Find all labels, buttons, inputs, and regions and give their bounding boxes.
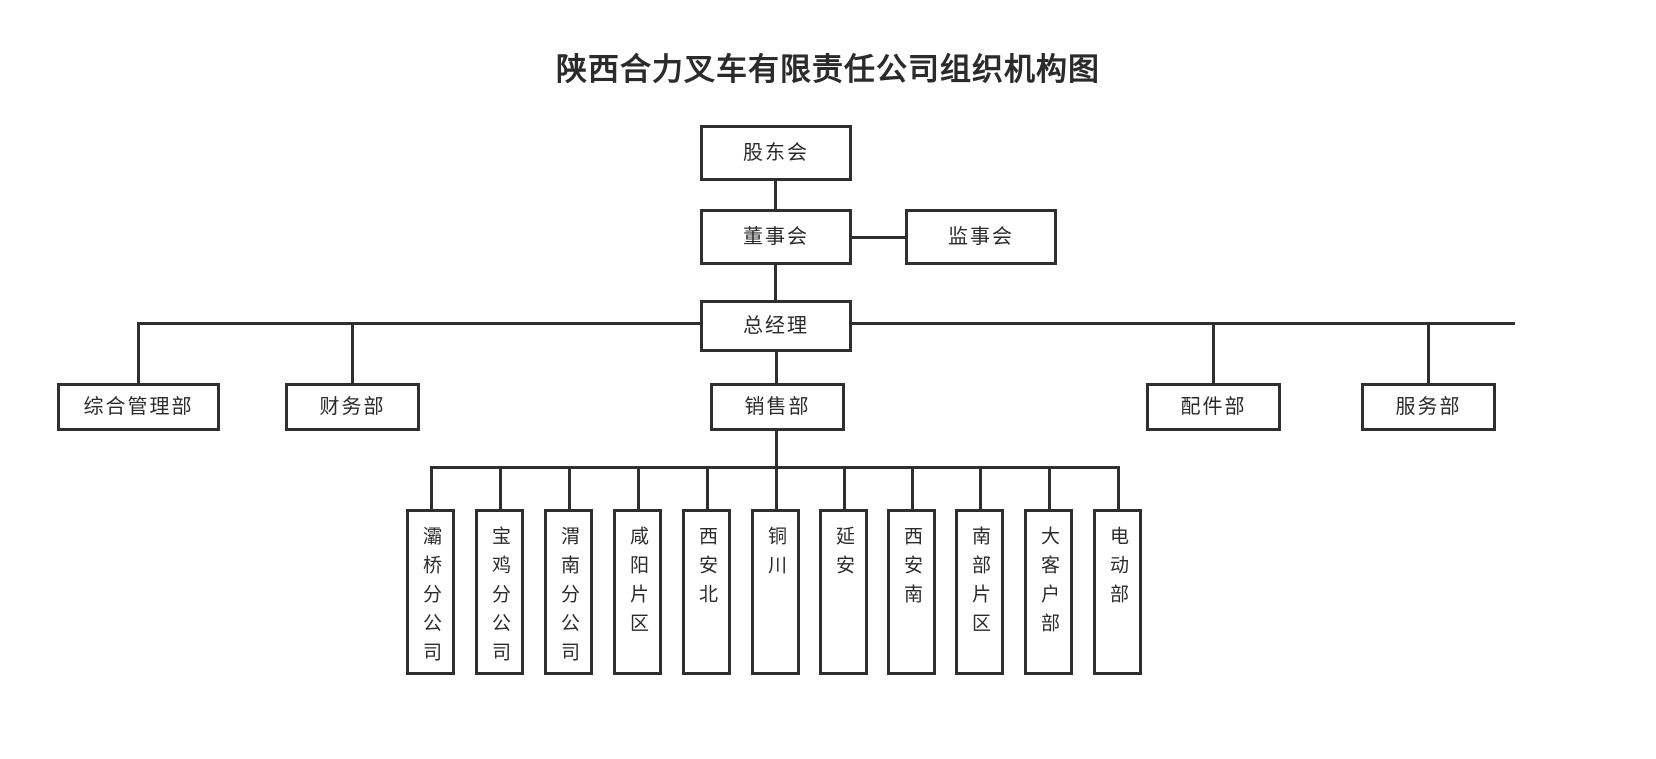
node-sales-unit-9-label: 南部片区 [969, 526, 990, 642]
node-dept-parts-label: 配件部 [1180, 395, 1247, 418]
node-sales-unit-10-label: 大客户部 [1038, 526, 1059, 642]
node-sales-unit-9[interactable]: 南部片区 [955, 509, 1004, 675]
node-sales-unit-10[interactable]: 大客户部 [1024, 509, 1073, 675]
node-dept-finance-label: 财务部 [319, 395, 386, 418]
connector-drop-unit-7 [843, 466, 846, 510]
node-sales-unit-6[interactable]: 铜川 [751, 509, 800, 675]
node-dept-service[interactable]: 服务部 [1361, 383, 1496, 431]
node-sales-unit-1[interactable]: 灞桥分公司 [406, 509, 455, 675]
connector-drop-service [1427, 322, 1430, 384]
connector-drop-unit-1 [430, 466, 433, 510]
node-dept-finance[interactable]: 财务部 [285, 383, 420, 431]
node-dept-sales-label: 销售部 [744, 395, 811, 418]
node-sales-unit-5[interactable]: 西安北 [682, 509, 731, 675]
connector-drop-unit-3 [568, 466, 571, 510]
node-sales-unit-6-label: 铜川 [765, 526, 786, 584]
connector-drop-unit-11 [1117, 466, 1120, 510]
node-sales-unit-11[interactable]: 电动部 [1093, 509, 1142, 675]
node-shareholders[interactable]: 股东会 [700, 125, 852, 181]
node-sales-unit-8[interactable]: 西安南 [887, 509, 936, 675]
node-sales-unit-3[interactable]: 渭南分公司 [544, 509, 593, 675]
node-dept-admin-label: 综合管理部 [83, 395, 194, 418]
node-sales-unit-8-label: 西安南 [901, 526, 922, 613]
node-sales-unit-4-label: 咸阳片区 [627, 526, 648, 642]
node-general-manager-label: 总经理 [743, 314, 809, 337]
node-dept-parts[interactable]: 配件部 [1146, 383, 1281, 431]
connector-drop-unit-9 [979, 466, 982, 510]
node-dept-service-label: 服务部 [1395, 395, 1462, 418]
connector-drop-unit-4 [637, 466, 640, 510]
node-sales-unit-2[interactable]: 宝鸡分公司 [475, 509, 524, 675]
connector-sales-stem [775, 430, 778, 466]
node-sales-unit-7[interactable]: 延安 [819, 509, 868, 675]
node-dept-admin[interactable]: 综合管理部 [57, 383, 220, 431]
node-sales-unit-11-label: 电动部 [1107, 526, 1128, 613]
node-shareholders-label: 股东会 [743, 141, 809, 164]
node-board-of-directors[interactable]: 董事会 [700, 209, 852, 265]
node-dept-sales[interactable]: 销售部 [710, 383, 845, 431]
connector-drop-admin [137, 322, 140, 384]
node-board-of-supervisors[interactable]: 监事会 [905, 209, 1057, 265]
connector-sales-bus [430, 466, 1117, 469]
connector-drop-unit-8 [911, 466, 914, 510]
node-sales-unit-2-label: 宝鸡分公司 [489, 526, 510, 671]
node-board-of-supervisors-label: 监事会 [948, 225, 1014, 248]
node-sales-unit-3-label: 渭南分公司 [558, 526, 579, 671]
connector-drop-finance [351, 322, 354, 384]
node-board-of-directors-label: 董事会 [743, 225, 809, 248]
connector-shareholders-to-directors [774, 180, 777, 210]
connector-drop-parts [1212, 322, 1215, 384]
connector-drop-unit-6 [775, 466, 778, 510]
connector-directors-to-manager [774, 263, 777, 301]
connector-drop-unit-2 [499, 466, 502, 510]
connector-drop-unit-5 [706, 466, 709, 510]
connector-directors-to-supervisors [850, 236, 908, 239]
node-sales-unit-7-label: 延安 [833, 526, 854, 584]
node-sales-unit-4[interactable]: 咸阳片区 [613, 509, 662, 675]
page-title: 陕西合力叉车有限责任公司组织机构图 [556, 52, 1100, 87]
node-sales-unit-5-label: 西安北 [696, 526, 717, 613]
node-general-manager[interactable]: 总经理 [700, 300, 852, 352]
connector-drop-unit-10 [1048, 466, 1051, 510]
node-sales-unit-1-label: 灞桥分公司 [420, 526, 441, 671]
connector-drop-sales [775, 350, 778, 384]
